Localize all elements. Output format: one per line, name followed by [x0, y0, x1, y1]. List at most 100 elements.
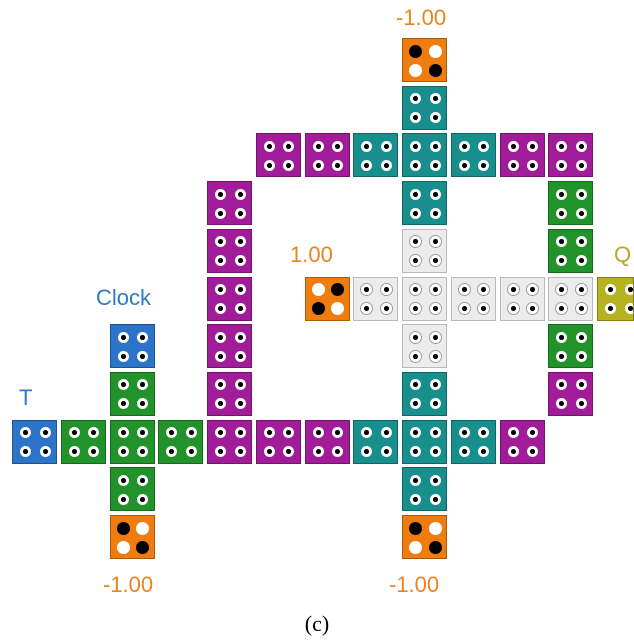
quantum-dot-empty [116, 540, 130, 554]
quantum-dot [361, 303, 373, 314]
qca-cell-teal [450, 133, 496, 178]
quantum-dot [410, 493, 421, 505]
qca-cell-green [109, 419, 155, 464]
quantum-dot [361, 159, 373, 171]
quantum-dot [429, 427, 441, 439]
figure-caption: (c) [304, 611, 330, 636]
quantum-dot [332, 159, 343, 171]
quantum-dot [575, 255, 587, 267]
quantum-dot [556, 284, 568, 295]
quantum-dot [263, 159, 275, 171]
t-input-label: T [19, 385, 33, 410]
quantum-dot [361, 140, 373, 152]
quantum-dot [527, 140, 538, 152]
bottom-fixed-polarization-label: -1.00 [389, 572, 440, 597]
quantum-dot [215, 236, 226, 248]
quantum-dot [137, 446, 148, 458]
quantum-dot [234, 255, 246, 267]
quantum-dot [429, 446, 441, 458]
qca-cell-white [548, 276, 594, 321]
quantum-dot [624, 303, 633, 314]
quantum-dot [429, 474, 441, 486]
quantum-dot [410, 284, 421, 295]
quantum-dot [556, 188, 568, 200]
quantum-dot [283, 159, 295, 171]
quantum-dot [429, 255, 441, 267]
quantum-dot [263, 427, 275, 439]
quantum-dot [137, 493, 148, 505]
quantum-dot [458, 446, 470, 458]
qca-cell-white [402, 228, 447, 273]
quantum-dot [380, 284, 392, 295]
quantum-dot [478, 284, 490, 295]
quantum-dot [575, 188, 587, 200]
quantum-dot [527, 427, 538, 439]
quantum-dot [20, 446, 31, 458]
quantum-dot [527, 284, 538, 295]
quantum-dot [575, 159, 587, 171]
quantum-dot [410, 379, 421, 391]
quantum-dot [234, 398, 246, 410]
quantum-dot [429, 303, 441, 314]
quantum-dot [215, 255, 226, 267]
quantum-dot [185, 427, 197, 439]
qca-cell-teal [402, 133, 447, 178]
quantum-dot-occupied [409, 44, 422, 58]
qca-cell-teal [353, 419, 399, 464]
quantum-dot [215, 398, 226, 410]
qca-cell-purple [548, 371, 594, 416]
quantum-dot-occupied [409, 521, 422, 535]
quantum-dot [117, 446, 129, 458]
quantum-dot [458, 303, 470, 314]
quantum-dot [605, 284, 616, 295]
quantum-dot [166, 446, 178, 458]
quantum-dot-empty [428, 521, 442, 535]
quantum-dot [332, 446, 343, 458]
quantum-dot [556, 379, 568, 391]
qca-cell-purple [207, 324, 252, 369]
quantum-dot [575, 350, 587, 362]
quantum-dot [88, 427, 100, 439]
quantum-dot [380, 446, 392, 458]
input-cell-clock [109, 324, 155, 369]
quantum-dot [137, 379, 148, 391]
quantum-dot [312, 446, 324, 458]
quantum-dot-occupied [428, 63, 442, 77]
quantum-dot [478, 159, 490, 171]
quantum-dot [556, 398, 568, 410]
quantum-dot [429, 379, 441, 391]
output-q-label: Q [614, 242, 632, 267]
qca-cell-white [450, 276, 496, 321]
quantum-dot [117, 427, 129, 439]
output-cell-q [597, 276, 634, 321]
qca-cell-teal [402, 371, 447, 416]
quantum-dot [624, 284, 633, 295]
top-fixed-polarization-label: -1.00 [396, 5, 447, 30]
quantum-dot [575, 303, 587, 314]
quantum-dot [215, 427, 226, 439]
quantum-dot [605, 303, 616, 314]
quantum-dot-empty [409, 540, 422, 554]
quantum-dot [556, 255, 568, 267]
quantum-dot [361, 427, 373, 439]
qca-cell-white [402, 324, 447, 369]
quantum-dot-occupied [331, 283, 344, 296]
quantum-dot [507, 427, 519, 439]
quantum-dot [458, 159, 470, 171]
qca-cell-teal [402, 467, 447, 512]
quantum-dot [410, 112, 421, 124]
input-cell-t [12, 419, 57, 464]
quantum-dot [527, 303, 538, 314]
quantum-dot [263, 140, 275, 152]
quantum-dot-empty [311, 283, 325, 296]
quantum-dot [332, 427, 343, 439]
quantum-dot [410, 93, 421, 105]
quantum-dot-empty [428, 44, 442, 58]
quantum-dot [575, 207, 587, 219]
qca-cell-white [499, 276, 545, 321]
quantum-dot [429, 331, 441, 343]
fixed-cell-negative [402, 515, 447, 559]
quantum-dot [410, 427, 421, 439]
quantum-dot [117, 493, 129, 505]
quantum-dot [215, 303, 226, 314]
